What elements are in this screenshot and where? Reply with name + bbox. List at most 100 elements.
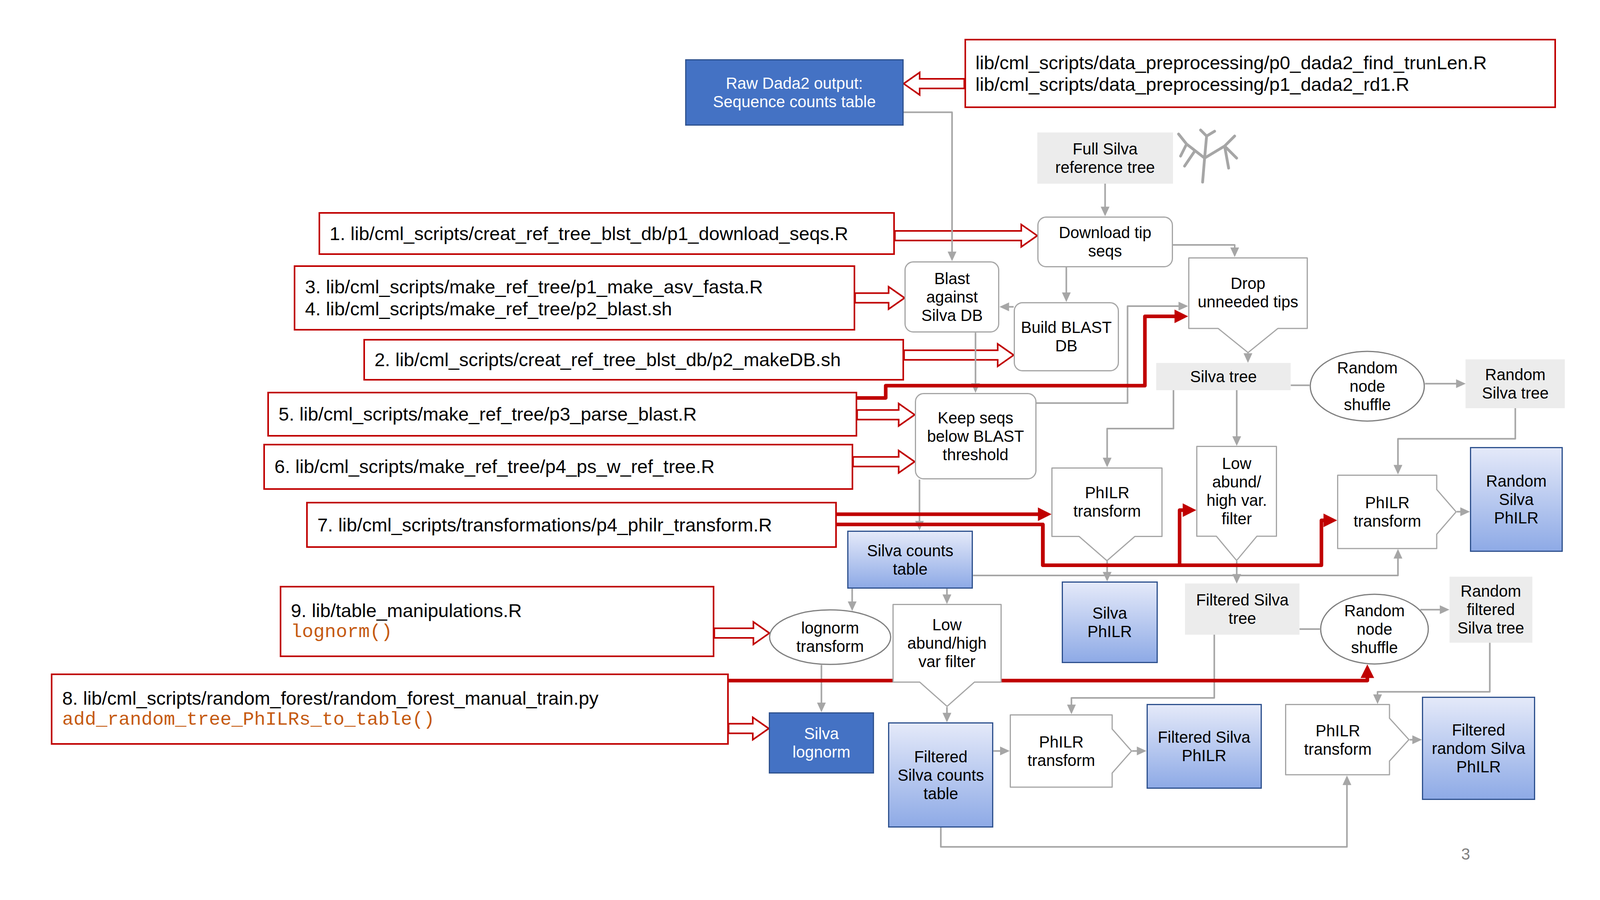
arrowhead — [1102, 457, 1112, 468]
node-text: 9. lib/table_manipulations.R — [290, 599, 522, 622]
node-text: 7. lib/cml_scripts/transformations/p4_ph… — [317, 514, 772, 536]
node-text: 8. lib/cml_scripts/random_forest/random_… — [62, 687, 599, 710]
tree-label: Silva tree — [1156, 362, 1292, 391]
hollow-arrow — [904, 343, 1014, 367]
process-arrow-box: Low abund/ high var. filter — [1196, 445, 1278, 562]
connector-line — [940, 783, 1348, 847]
arrowhead — [1061, 292, 1071, 303]
script-callout: 7. lib/cml_scripts/transformations/p4_ph… — [306, 501, 837, 548]
tree-label: Full Silva reference tree — [1037, 132, 1173, 184]
arrowhead — [1342, 775, 1352, 786]
tree-label: Filtered Silva tree — [1184, 583, 1300, 635]
arrowhead — [1460, 507, 1470, 517]
node-text: 2. lib/cml_scripts/creat_ref_tree_blst_d… — [374, 348, 841, 371]
connector-line — [1172, 244, 1235, 250]
connector — [836, 507, 1052, 522]
node-text: Raw Dada2 output: Sequence counts table — [691, 74, 897, 111]
arrowhead — [1360, 664, 1375, 678]
connector — [1456, 507, 1470, 517]
process-arrow-box-outline — [1337, 475, 1457, 549]
arrowhead — [1439, 605, 1450, 614]
connector — [855, 286, 905, 310]
arrowhead — [1102, 571, 1112, 582]
arrowhead — [1243, 353, 1253, 363]
output-box: Silva PhILR — [1061, 581, 1158, 664]
arrowhead — [1393, 465, 1403, 475]
node-text: 3. lib/cml_scripts/make_ref_tree/p1_make… — [304, 276, 763, 298]
connector — [1243, 352, 1253, 363]
process-ellipse-outline — [1310, 351, 1425, 422]
node-text: Random node shuffle — [1324, 358, 1411, 414]
node-text: PhILR transform — [1290, 721, 1385, 759]
hollow-arrow — [894, 224, 1038, 247]
process-arrow-box: PhILR transform — [1009, 714, 1133, 788]
arrowhead — [1230, 247, 1240, 258]
arrowhead — [817, 702, 827, 713]
process-ellipse-outline — [769, 609, 891, 665]
arrowhead — [1232, 573, 1242, 584]
arrowhead — [942, 594, 952, 604]
process-box: Keep seqs below BLAST threshold — [914, 392, 1037, 480]
arrowhead — [1373, 694, 1382, 704]
function-name: add_random_tree_PhILRs_to_table() — [62, 709, 435, 731]
node-text: Blast against Silva DB — [911, 269, 993, 325]
process-box: Download tip seqs — [1037, 216, 1173, 268]
process-arrow-box: PhILR transform — [1051, 467, 1163, 562]
connector — [728, 717, 770, 740]
node-text: lib/cml_scripts/data_preprocessing/p0_da… — [975, 52, 1488, 74]
process-arrow-box-outline — [892, 604, 1001, 707]
output-box: Silva counts table — [847, 530, 973, 589]
process-arrow-box-outline — [1285, 704, 1410, 775]
connector — [993, 746, 1010, 756]
connector-line — [918, 479, 921, 523]
process-ellipse: Random node shuffle — [1319, 593, 1430, 665]
connector-line — [728, 675, 1368, 681]
connector — [1061, 267, 1071, 303]
node-text: Filtered Silva PhILR — [1153, 727, 1256, 765]
connector-line — [1235, 390, 1238, 439]
arrowhead — [947, 251, 957, 262]
connector-line — [974, 332, 977, 385]
connector — [847, 588, 857, 612]
connector-line — [836, 512, 1041, 517]
connector-line — [1065, 267, 1067, 295]
process-arrow-box-outline — [1052, 467, 1163, 561]
node-text: Silva counts table — [854, 541, 967, 579]
arrowhead — [1412, 735, 1422, 745]
tree-icon — [1178, 130, 1237, 183]
process-arrow-box-outline — [1010, 714, 1132, 788]
process-box: Blast against Silva DB — [904, 261, 1000, 333]
connector — [972, 549, 1403, 576]
output-box: Filtered random Silva PhILR — [1421, 696, 1536, 800]
script-callout: 2. lib/cml_scripts/creat_ref_tree_blst_d… — [363, 338, 905, 381]
connector — [894, 224, 1038, 247]
hollow-arrow — [853, 450, 915, 474]
output-box: Filtered Silva PhILR — [1146, 703, 1262, 789]
connector — [1409, 735, 1422, 745]
arrowhead — [942, 712, 952, 723]
node-text: Silva tree — [1190, 367, 1258, 386]
node-text: Keep seqs below BLAST threshold — [921, 408, 1030, 464]
node-text: Random Silva tree — [1471, 365, 1560, 403]
node-text: Silva PhILR — [1068, 603, 1151, 641]
node-text: Filtered random Silva PhILR — [1428, 720, 1529, 776]
arrowhead — [1232, 436, 1242, 446]
node-text: 6. lib/cml_scripts/make_ref_tree/p4_ps_w… — [274, 455, 715, 478]
hollow-arrow — [714, 621, 770, 645]
process-arrow-box: PhILR transform — [1337, 474, 1457, 550]
connector — [817, 665, 827, 713]
arrowhead — [847, 601, 857, 612]
connector — [1232, 390, 1242, 446]
arrowhead — [1182, 503, 1197, 518]
connector — [1425, 379, 1466, 389]
script-callout: 6. lib/cml_scripts/make_ref_tree/p4_ps_w… — [263, 443, 854, 490]
connector — [1420, 605, 1450, 614]
connector — [904, 343, 1014, 367]
node-text: Low abund/high var filter — [898, 615, 997, 671]
process-ellipse: Random node shuffle — [1309, 350, 1426, 422]
process-arrow-box-outline — [1196, 446, 1277, 561]
node-text: 1. lib/cml_scripts/creat_ref_tree_blst_d… — [329, 222, 849, 245]
tree-label: Random Silva tree — [1465, 359, 1565, 409]
connector — [853, 450, 915, 474]
